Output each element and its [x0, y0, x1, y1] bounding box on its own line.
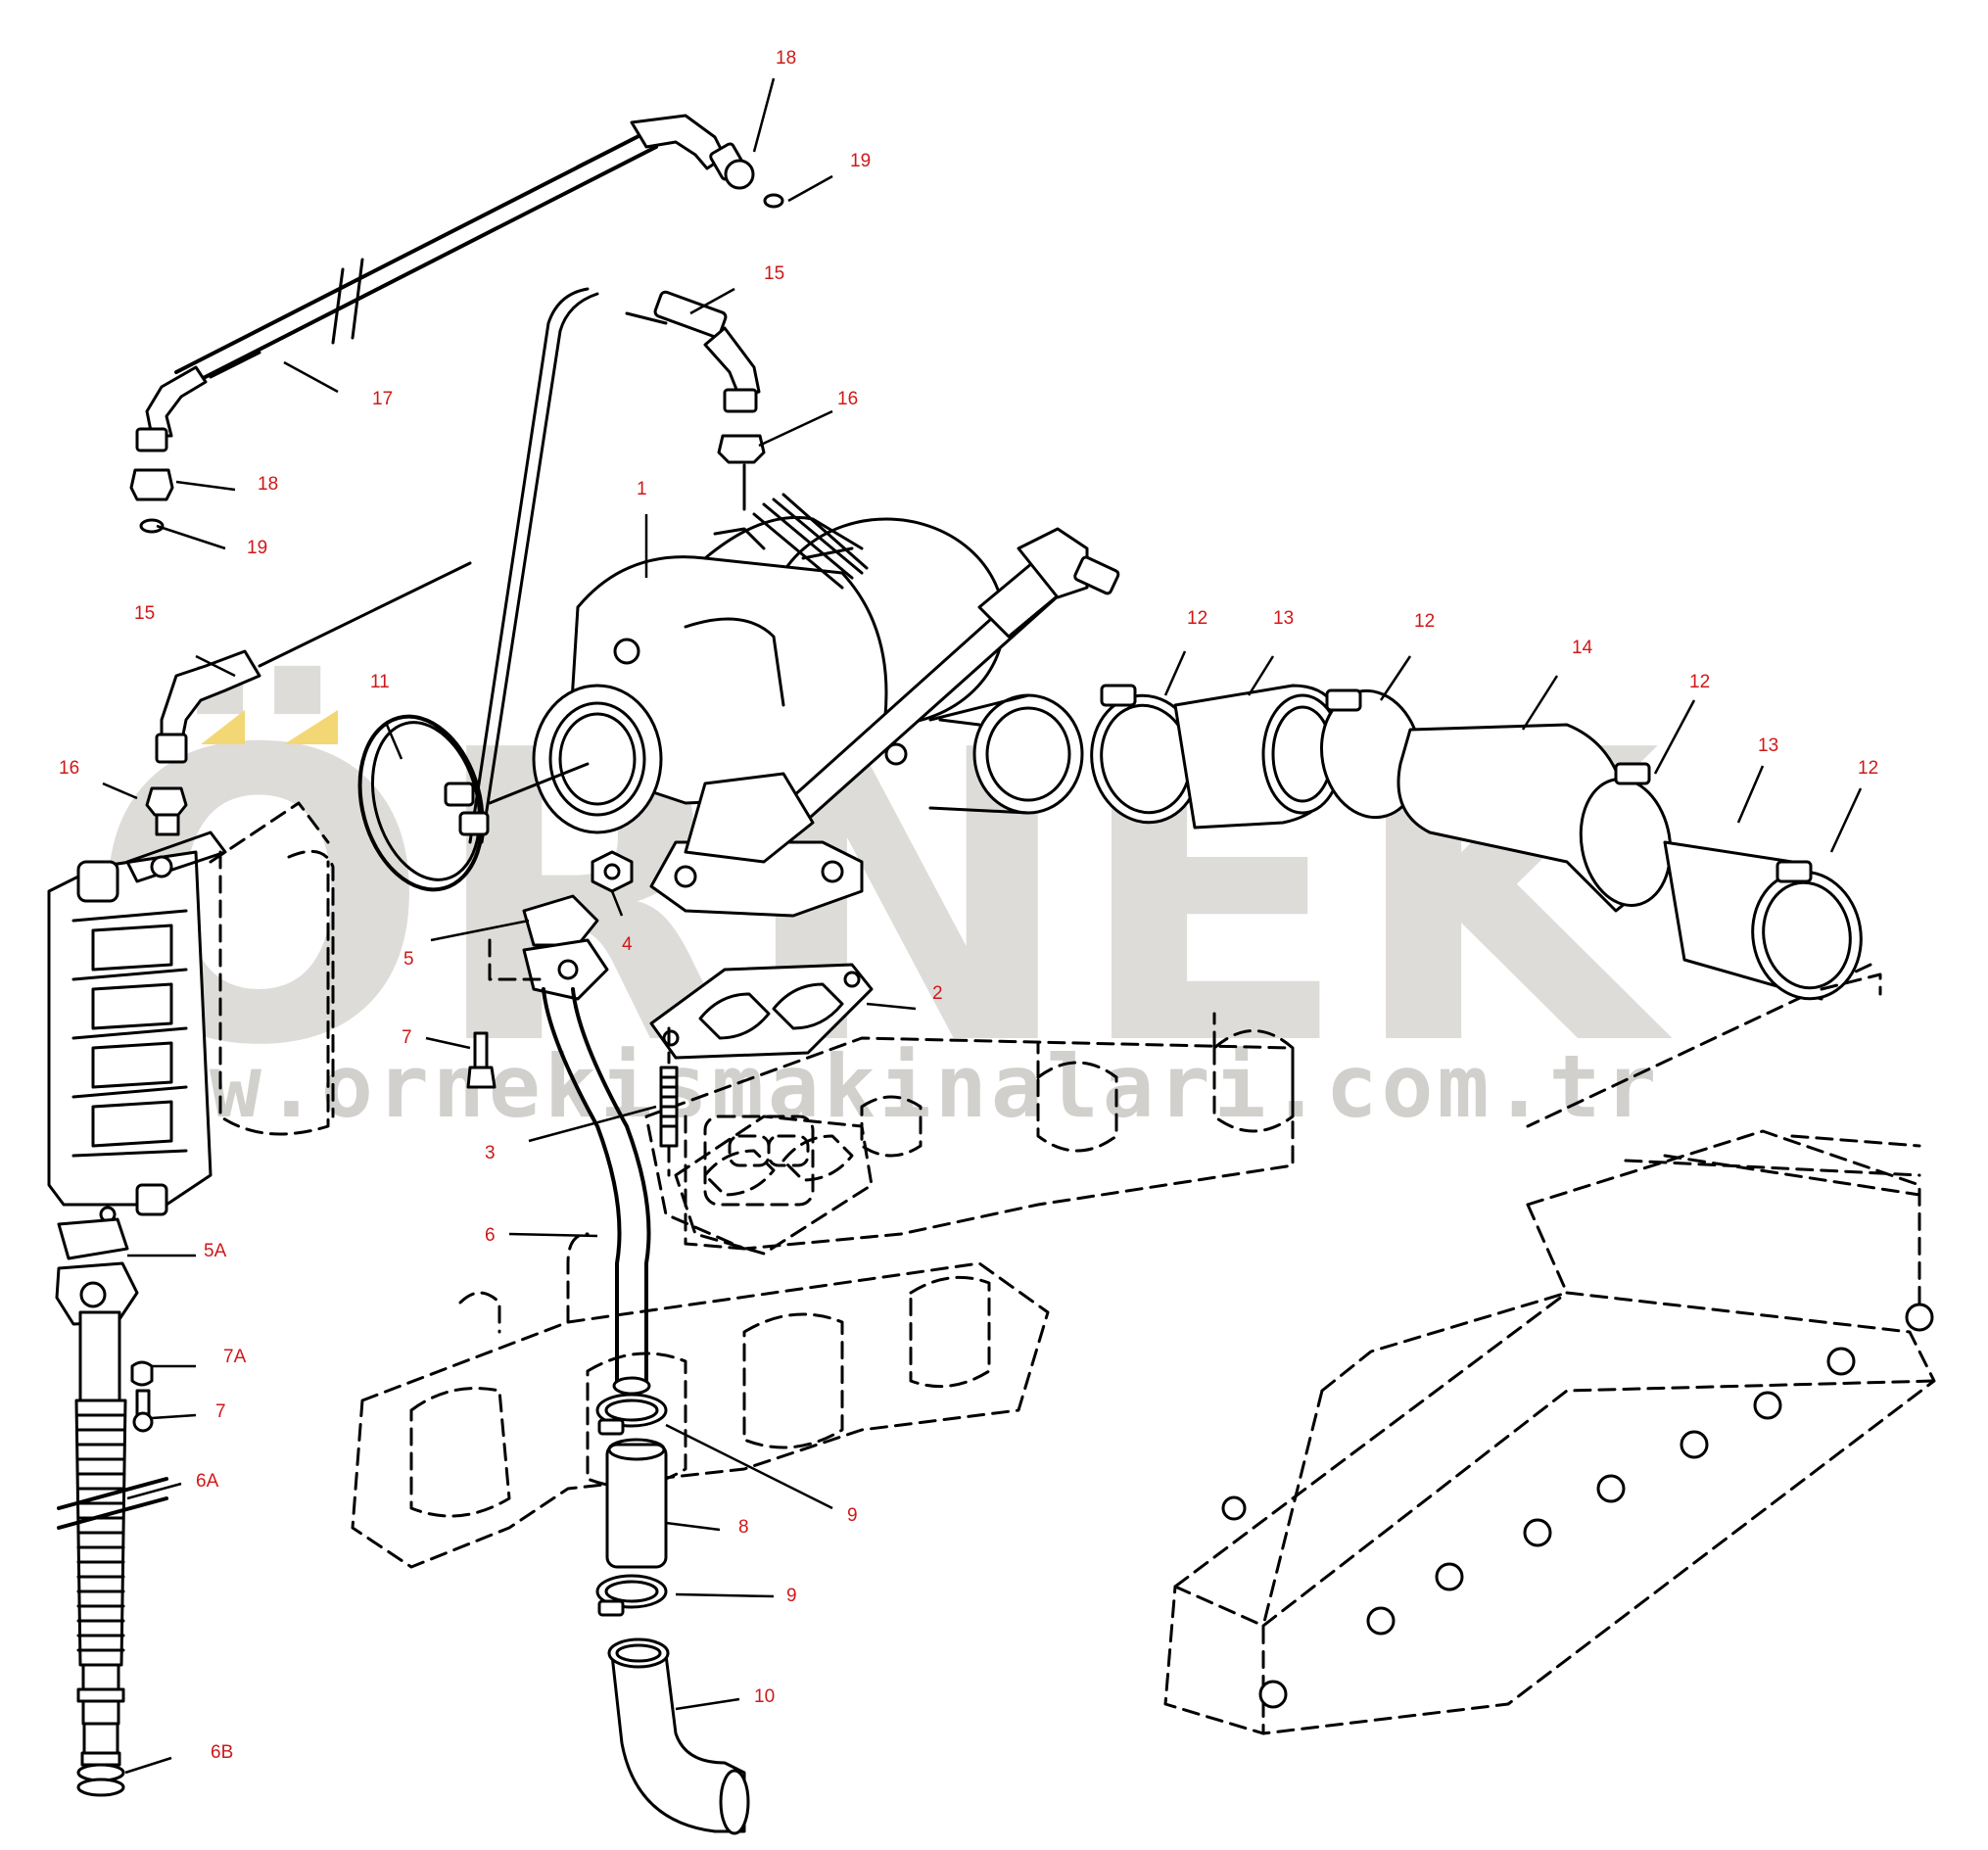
callout-labels: 18 19 15 16 17 18 19 1 15 16 11 12 13 12…: [59, 48, 1878, 1763]
callout-12-a: 12: [1187, 608, 1207, 629]
callout-5a: 5A: [204, 1241, 227, 1261]
callout-16-top: 16: [837, 389, 858, 409]
callout-19-left: 19: [247, 538, 267, 558]
gasket-5a: [57, 1217, 129, 1260]
callout-15-top: 15: [764, 263, 784, 284]
exhaust-manifold-right: [1163, 963, 1936, 1735]
leader-lines: [102, 77, 1863, 1775]
oil-feed-tube: [129, 114, 784, 534]
callout-9-bottom: 9: [786, 1586, 797, 1606]
callout-18-left: 18: [258, 474, 278, 495]
callout-12-d: 12: [1858, 758, 1878, 779]
watermark-umlaut-right: [284, 710, 338, 744]
callout-13-a: 13: [1273, 608, 1294, 629]
callout-16-left: 16: [59, 758, 79, 779]
callout-8: 8: [738, 1517, 749, 1538]
watermark-url: www.ornekismakinalari.com.tr: [98, 1036, 1660, 1137]
turbo-mounting-hardware: [466, 850, 874, 1256]
gasket-2: [649, 963, 874, 1060]
callout-7-top: 7: [402, 1027, 412, 1048]
callout-7-bottom: 7: [215, 1401, 226, 1422]
callout-2: 2: [932, 983, 943, 1004]
callout-12-c: 12: [1689, 672, 1710, 692]
callout-4: 4: [622, 934, 633, 955]
callout-6: 6: [485, 1225, 496, 1246]
callout-12-b: 12: [1414, 611, 1435, 632]
turbocharger: [532, 493, 1120, 918]
callout-11: 11: [370, 672, 390, 692]
callout-17: 17: [372, 389, 393, 409]
callout-13-b: 13: [1758, 735, 1778, 756]
clamp-11: [357, 714, 590, 892]
callout-19-top: 19: [850, 151, 871, 171]
callout-1: 1: [637, 479, 647, 499]
callout-9-top: 9: [847, 1505, 858, 1526]
callout-15-left: 15: [134, 603, 155, 624]
callout-6b: 6B: [211, 1742, 233, 1763]
callout-5: 5: [403, 949, 414, 970]
callout-10: 10: [754, 1686, 775, 1707]
oil-return-hose: [55, 1217, 168, 1797]
oil-filter-housing: [47, 801, 335, 1223]
callout-18-top: 18: [776, 48, 796, 69]
exhaust-manifold-rear: [351, 1012, 1295, 1569]
watermark-umlaut-left: [201, 710, 245, 744]
callout-7a: 7A: [223, 1347, 247, 1367]
oil-drain-tube: [542, 987, 750, 1835]
oil-drain-line: [145, 287, 766, 844]
callout-6a: 6A: [196, 1471, 219, 1492]
callout-14: 14: [1572, 638, 1593, 658]
callout-3: 3: [485, 1143, 496, 1163]
intake-hose-assembly: [1090, 684, 1882, 1001]
